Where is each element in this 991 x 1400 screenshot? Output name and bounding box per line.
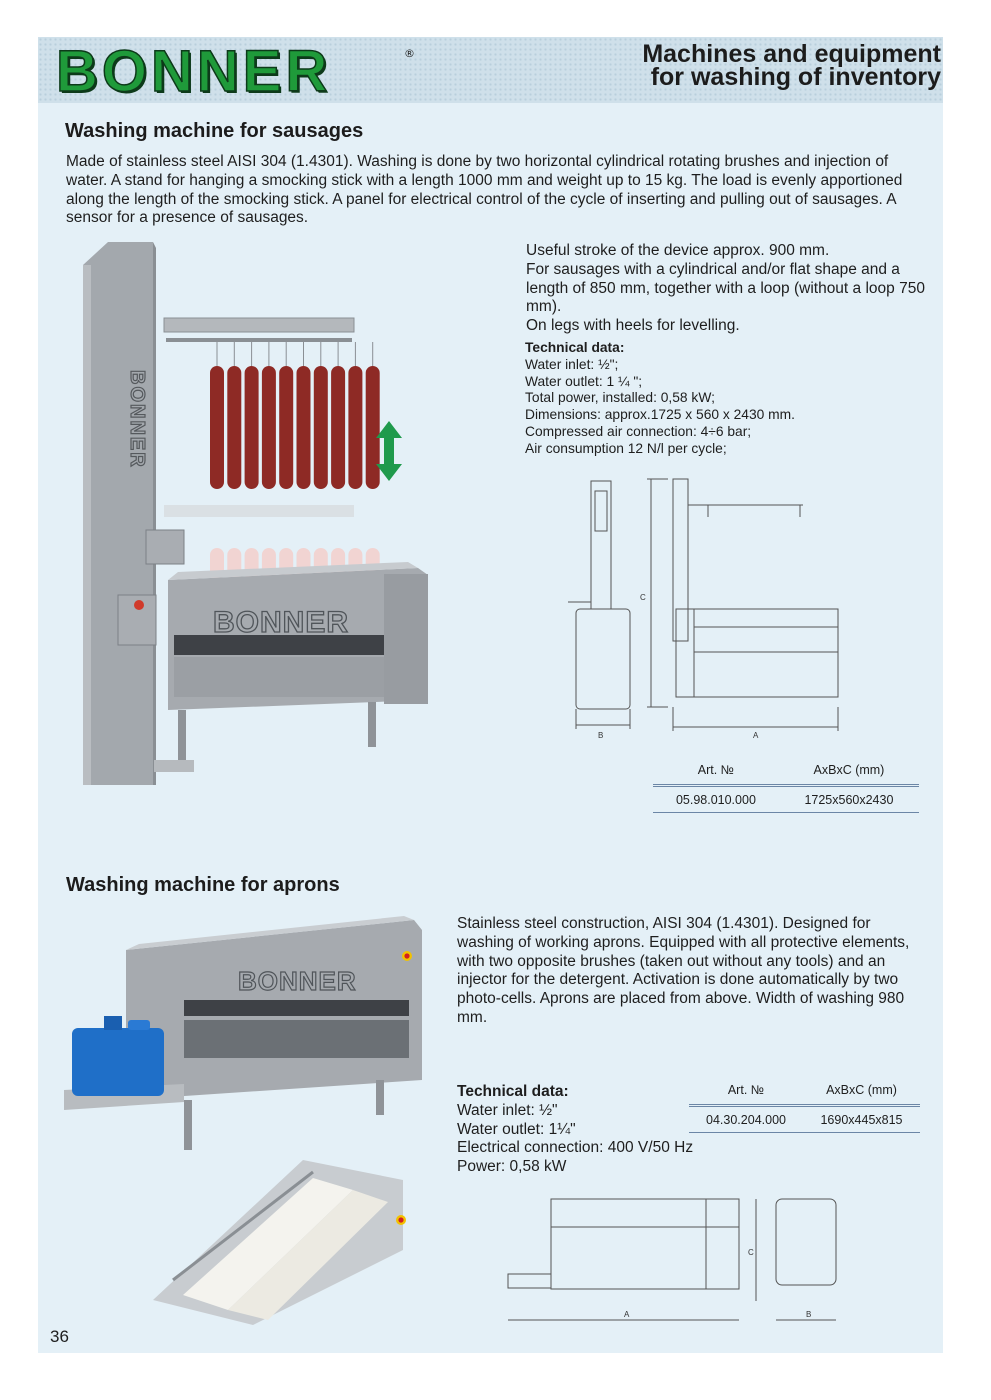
section2-tech-data: Technical data: Water inlet: ½" Water ou…	[457, 1083, 757, 1177]
dim-label-a: A	[753, 731, 759, 740]
tech-item: Water inlet: ½"	[457, 1101, 558, 1119]
logo-shadow-text: BONNER	[58, 43, 333, 101]
indicator-light-icon	[134, 600, 144, 610]
table-row: 04.30.204.000 1690x445x815	[689, 1105, 920, 1133]
registered-mark: ®	[404, 47, 415, 60]
double-vertical-arrow-icon	[376, 421, 402, 481]
tech-item: Air consumption 12 N/l per cycle;	[525, 440, 727, 456]
tech-item: Power: 0,58 kW	[457, 1158, 567, 1176]
page-number: 36	[50, 1327, 69, 1346]
sausage	[331, 366, 346, 489]
tech-item: Electrical connection: 400 V/50 Hz	[457, 1139, 694, 1157]
article-number: 04.30.204.000	[689, 1105, 804, 1133]
tech-item: Compressed air connection: 4÷6 bar;	[525, 423, 752, 439]
dim-label-a: A	[624, 1310, 630, 1319]
column-header-art: Art. №	[689, 1077, 804, 1107]
sausage	[210, 366, 224, 489]
article-dimensions: 1690x445x815	[803, 1105, 920, 1133]
sausage	[244, 366, 259, 489]
dim-label-b: B	[806, 1310, 811, 1319]
tech-title: Technical data:	[457, 1083, 569, 1100]
article-dimensions: 1725x560x2430	[778, 785, 919, 813]
catalog-page: BONNER BONNER ® Machines and equipment f…	[38, 37, 943, 1353]
sausage	[348, 366, 363, 489]
article-table-aprons: Art. № AxBxC (mm) 04.30.204.000 1690x445…	[689, 1077, 920, 1133]
brush-closeup-illustration	[153, 1160, 406, 1325]
machine-column	[83, 242, 153, 785]
brush-roll	[183, 1178, 353, 1310]
tech-item: Dimensions: approx.1725 x 560 x 2430 mm.	[525, 407, 795, 423]
header-title-line2: for washing of inventory	[650, 63, 941, 91]
sausage-washer-drawing: B A C	[568, 478, 839, 740]
tech-item: Water outlet: 1¼"	[457, 1120, 576, 1138]
sausage	[261, 366, 276, 489]
control-box	[145, 529, 185, 565]
tank-slot	[174, 635, 384, 655]
dim-label-c: C	[748, 1248, 754, 1257]
article-table-sausages: Art. № AxBxC (mm) 05.98.010.000 1725x560…	[653, 757, 919, 813]
tech-title: Technical data:	[525, 340, 625, 355]
hanging-bar	[163, 317, 355, 333]
table-header-row: Art. № AxBxC (mm)	[653, 757, 919, 787]
apron-washer-illustration: BONNER	[64, 916, 422, 1150]
sausage	[313, 366, 328, 489]
table-header-row: Art. № AxBxC (mm)	[689, 1077, 920, 1107]
tech-item: Total power, installed: 0,58 kW;	[525, 390, 715, 406]
column-header-dimensions: AxBxC (mm)	[803, 1077, 920, 1107]
logo-text: BONNER	[56, 43, 331, 101]
header-title-line1: Machines and equipment	[642, 40, 941, 68]
section-title-sausages: Washing machine for sausages	[65, 120, 364, 142]
section-title-aprons: Washing machine for aprons	[66, 874, 340, 896]
apron-machine-brand-text: BONNER	[238, 966, 357, 996]
sausage	[227, 366, 242, 489]
sausage	[279, 366, 294, 489]
table-row: 05.98.010.000 1725x560x2430	[653, 785, 919, 813]
sausages-group	[210, 342, 380, 580]
dim-label-b: B	[598, 731, 603, 740]
tech-item: Water inlet: ½";	[525, 356, 619, 372]
emergency-stop-icon	[404, 953, 410, 959]
article-number: 05.98.010.000	[653, 785, 779, 813]
section1-features: Useful stroke of the device approx. 900 …	[526, 242, 936, 336]
feature-legs: On legs with heels for levelling.	[526, 317, 740, 335]
column-header-art: Art. №	[653, 757, 779, 787]
machine-brand-text: BONNER	[213, 606, 349, 639]
column-header-dimensions: AxBxC (mm)	[778, 757, 919, 787]
header-title: Machines and equipment for washing of in…	[642, 40, 941, 91]
tech-item: Water outlet: 1 ¼ ";	[525, 373, 643, 389]
header-band: BONNER BONNER ® Machines and equipment f…	[38, 37, 943, 103]
detergent-canister	[72, 1028, 164, 1096]
section1-description: Made of stainless steel AISI 304 (1.4301…	[66, 153, 903, 227]
column-brand-text: BONNER	[126, 370, 148, 469]
section2-description: Stainless steel construction, AISI 304 (…	[457, 915, 910, 1026]
feature-shape: For sausages with a cylindrical and/or f…	[526, 260, 925, 316]
feature-stroke: Useful stroke of the device approx. 900 …	[526, 242, 830, 259]
brush-roll	[228, 1190, 388, 1320]
section1-tech-data: Technical data: Water inlet: ½"; Water o…	[525, 340, 925, 458]
bonner-logo: BONNER BONNER ®	[56, 43, 415, 101]
sausage	[365, 366, 380, 489]
dim-label-c: C	[640, 593, 646, 602]
sausage	[296, 366, 311, 489]
apron-washer-drawing: A B C	[507, 1198, 837, 1321]
sausage-washer-illustration: BONNER BONNER	[83, 242, 428, 785]
